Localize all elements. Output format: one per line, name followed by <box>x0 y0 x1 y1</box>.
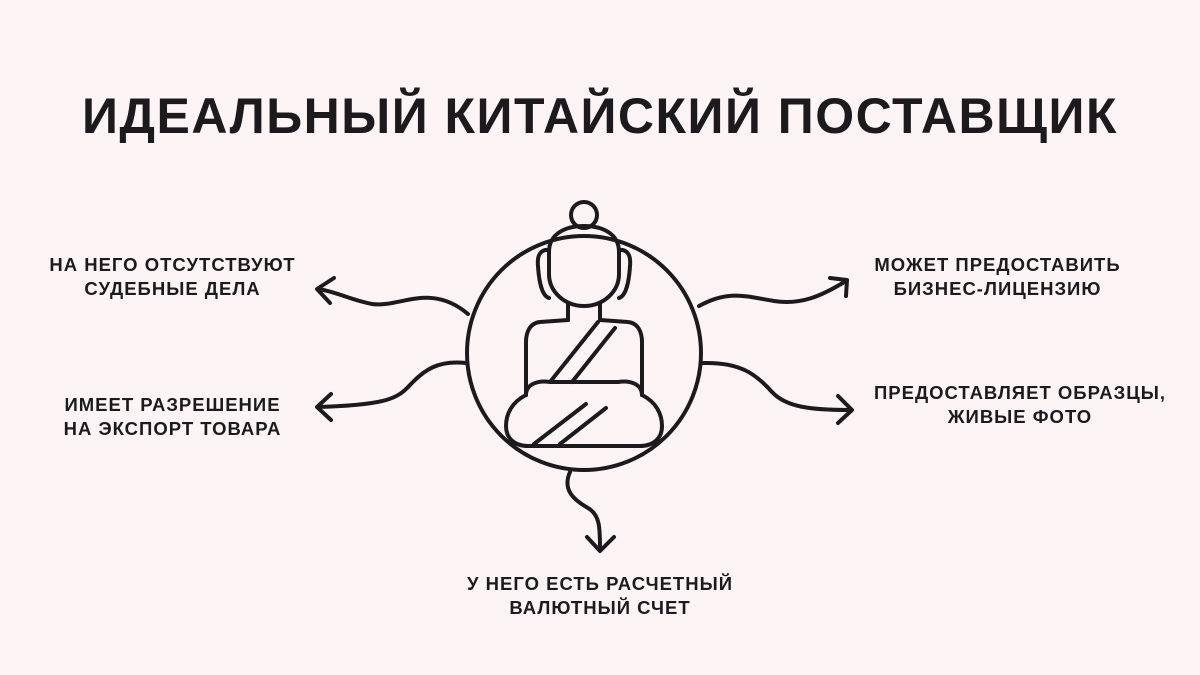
arrow-top-left <box>315 276 470 316</box>
label-line: ИМЕЕТ РАЗРЕШЕНИЕ <box>64 394 281 415</box>
feature-label-samples-photos: ПРЕДОСТАВЛЯЕТ ОБРАЗЦЫ, ЖИВЫЕ ФОТО <box>855 381 1185 429</box>
label-line: ВАЛЮТНЫЙ СЧЕТ <box>509 597 691 618</box>
label-line: МОЖЕТ ПРЕДОСТАВИТЬ <box>874 254 1121 275</box>
feature-label-no-lawsuits: НА НЕГО ОТСУТСТВУЮТ СУДЕБНЫЕ ДЕЛА <box>30 253 315 301</box>
arrow-mid-right <box>701 360 854 425</box>
feature-label-export-permit: ИМЕЕТ РАЗРЕШЕНИЕ НА ЭКСПОРТ ТОВАРА <box>40 393 305 441</box>
label-line: СУДЕБНЫЕ ДЕЛА <box>84 278 261 299</box>
feature-label-business-license: МОЖЕТ ПРЕДОСТАВИТЬ БИЗНЕС-ЛИЦЕНЗИЮ <box>855 253 1140 301</box>
arrow-bottom <box>565 470 616 553</box>
center-circle <box>465 234 703 472</box>
label-line: У НЕГО ЕСТЬ РАСЧЕТНЫЙ <box>466 573 734 594</box>
arrow-mid-left <box>315 360 468 422</box>
label-line: НА ЭКСПОРТ ТОВАРА <box>63 418 282 439</box>
label-line: ЖИВЫЕ ФОТО <box>947 406 1093 427</box>
meditating-buddha-icon <box>465 200 703 472</box>
feature-label-currency-account: У НЕГО ЕСТЬ РАСЧЕТНЫЙ ВАЛЮТНЫЙ СЧЕТ <box>440 572 760 620</box>
label-line: ПРЕДОСТАВЛЯЕТ ОБРАЗЦЫ, <box>873 382 1166 403</box>
arrow-top-right <box>697 276 849 308</box>
label-line: НА НЕГО ОТСУТСТВУЮТ <box>49 254 296 275</box>
page-title: ИДЕАЛЬНЫЙ КИТАЙСКИЙ ПОСТАВЩИК <box>81 88 1119 144</box>
label-line: БИЗНЕС-ЛИЦЕНЗИЮ <box>893 278 1102 299</box>
